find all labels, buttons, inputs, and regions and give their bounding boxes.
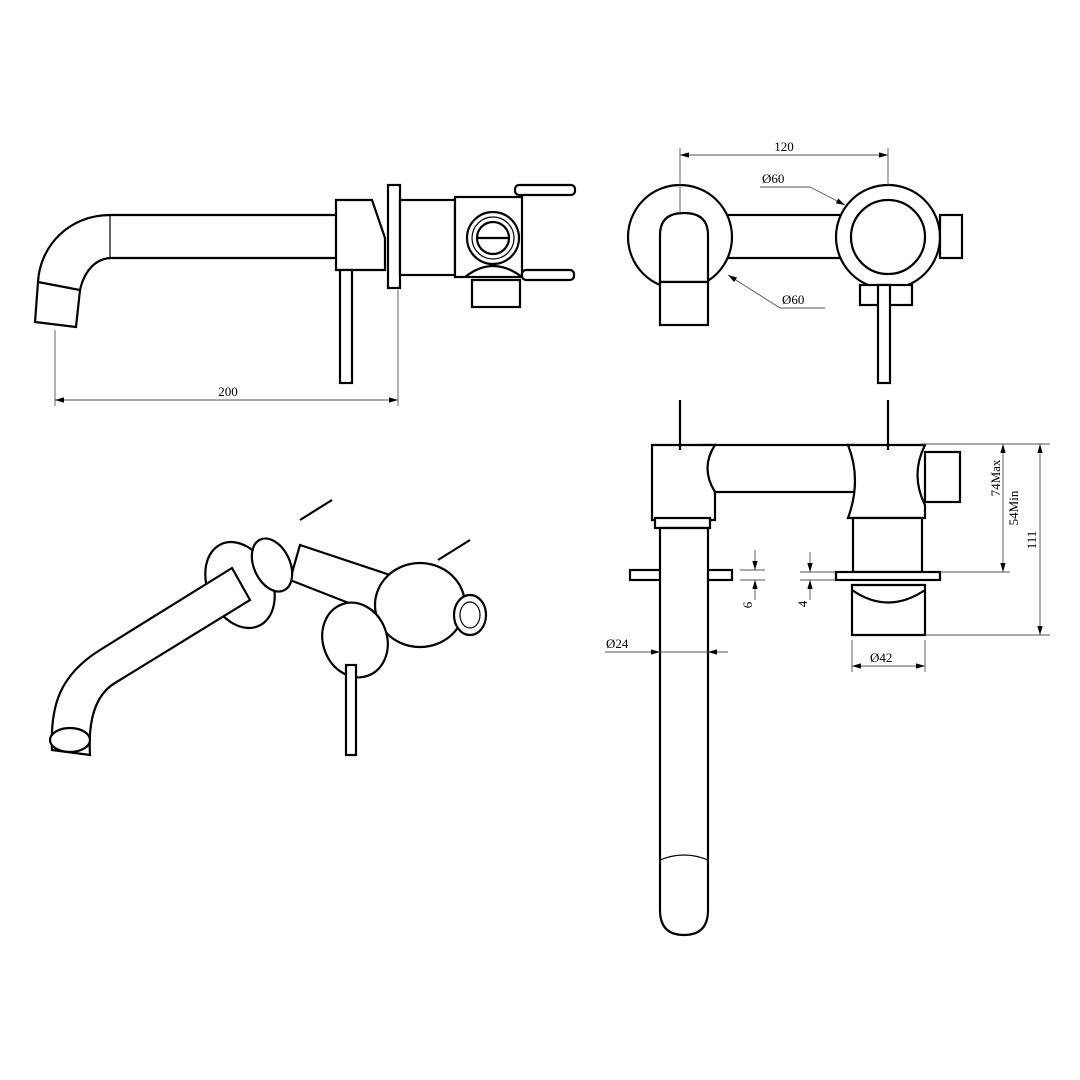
dim-74-max: 74Max bbox=[988, 459, 1003, 496]
dim-diameter-24: Ø24 bbox=[606, 636, 629, 651]
plan-view: 74Max 54Min 111 6 4 Ø24 Ø42 bbox=[605, 400, 1050, 937]
dim-54-min: 54Min bbox=[1006, 490, 1021, 525]
dim-diameter-60-top: Ø60 bbox=[762, 171, 784, 186]
isometric-view bbox=[48, 499, 488, 757]
dim-6: 6 bbox=[740, 601, 755, 608]
dim-diameter-42: Ø42 bbox=[870, 650, 892, 665]
dim-4: 4 bbox=[795, 600, 810, 607]
front-view: 120 Ø60 Ø60 bbox=[626, 139, 964, 385]
side-view: 200 bbox=[33, 183, 577, 406]
dim-diameter-60-bottom: Ø60 bbox=[782, 292, 804, 307]
dim-120: 120 bbox=[774, 139, 794, 154]
dim-111: 111 bbox=[1024, 531, 1039, 550]
dim-200: 200 bbox=[218, 384, 238, 399]
